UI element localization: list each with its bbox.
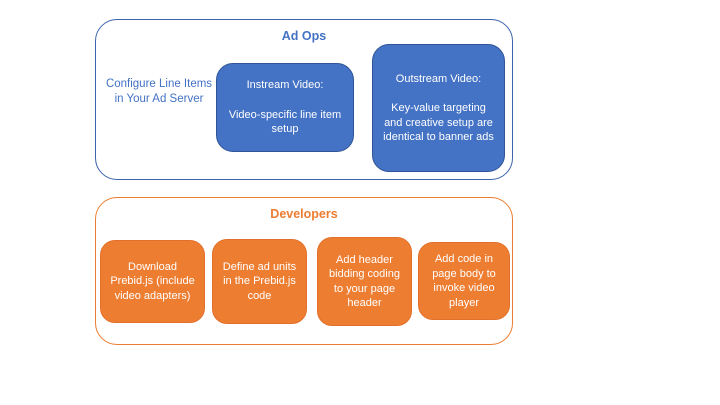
instream-video-box-body: Video-specific line item setup: [228, 108, 342, 136]
instream-video-box-title: Instream Video:: [246, 79, 324, 92]
add-page-body-code-box-label: Add code in page body to invoke video pl…: [432, 253, 496, 309]
download-prebid-box: Download Prebid.js (include video adapte…: [100, 240, 205, 323]
add-page-body-code-box: Add code in page body to invoke video pl…: [418, 242, 510, 320]
download-prebid-box-label: Download Prebid.js (include video adapte…: [110, 260, 195, 302]
ad-ops-title: Ad Ops: [281, 29, 327, 43]
outstream-video-box-body: Key-value targeting and creative setup a…: [383, 102, 494, 143]
configure-line-items-note: Configure Line Items in Your Ad Server: [105, 78, 213, 105]
define-ad-units-box: Define ad units in the Prebid.js code: [212, 239, 307, 324]
define-ad-units-box-label: Define ad units in the Prebid.js code: [222, 260, 297, 302]
developers-title: Developers: [270, 207, 338, 221]
outstream-video-box-title: Outstream Video:: [395, 72, 482, 85]
add-header-bidding-box: Add header bidding coding to your page h…: [317, 237, 412, 326]
add-header-bidding-box-label: Add header bidding coding to your page h…: [329, 253, 400, 310]
instream-video-box: Instream Video: Video-specific line item…: [216, 63, 354, 152]
outstream-video-box: Outstream Video: Key-value targeting and…: [372, 44, 505, 172]
